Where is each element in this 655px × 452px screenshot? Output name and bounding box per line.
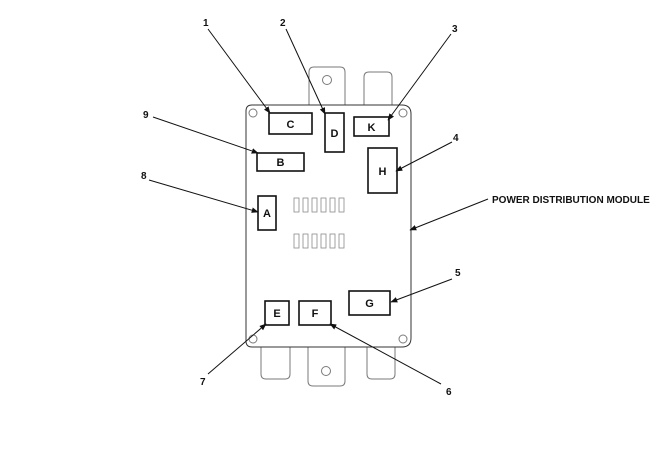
callout-2: 2 [280,18,286,29]
connector-c-label: C [287,119,295,131]
bottom-tab-center [307,346,346,387]
bottom-mounting-tabs [260,346,396,387]
callout-8: 8 [141,171,147,182]
fuse-slot [320,197,327,213]
fuse-slot [329,197,336,213]
connector-f-box[interactable] [298,300,332,326]
fuse-slot [311,197,318,213]
leader-7 [207,323,267,375]
top-tab-left-hole [322,75,332,85]
callout-5: 5 [455,268,461,279]
callout-7: 7 [200,377,206,388]
connector-k-label: K [368,122,376,134]
fuse-slot [302,233,309,249]
leader-lines [148,28,489,385]
connector-h-box[interactable] [367,147,398,194]
connector-b-box[interactable] [256,152,305,172]
connector-b[interactable]: B [256,152,305,172]
leader-module [409,198,489,231]
fuse-slot-row-upper [293,197,345,213]
mount-hole-bottom-left [248,334,258,344]
connector-f[interactable]: F [298,300,332,326]
connector-e-box[interactable] [264,300,290,326]
leader-9 [152,116,259,154]
connector-h-label: H [379,166,387,178]
leader-5 [390,278,453,303]
fuse-slot [302,197,309,213]
callout-3: 3 [452,24,458,35]
fuse-slot [293,197,300,213]
bottom-tab-left [260,346,291,380]
connector-d-box[interactable] [324,112,345,153]
mount-hole-top-right [398,108,408,118]
connector-c-box[interactable] [268,112,313,135]
connector-h[interactable]: H [367,147,398,194]
mount-hole-top-left [248,108,258,118]
callout-1: 1 [203,18,209,29]
top-mounting-tabs [308,66,393,106]
leader-1 [207,28,271,114]
top-tab-left [308,66,346,106]
connector-d-label: D [331,128,339,140]
fuse-slot-row-lower [293,233,345,249]
connector-a-label: A [263,208,271,220]
mount-hole-bottom-right [398,334,408,344]
fuse-slot [338,233,345,249]
connector-g-label: G [365,298,374,310]
callout-4: 4 [453,133,459,144]
connector-g[interactable]: G [348,290,391,316]
fuse-slot [293,233,300,249]
connector-b-label: B [277,157,285,169]
connector-f-label: F [312,308,319,320]
leader-3 [387,33,452,121]
bottom-tab-center-hole [321,366,331,376]
connector-g-box[interactable] [348,290,391,316]
connector-a[interactable]: A [257,195,277,231]
bottom-tab-right [366,346,396,380]
fuse-slot [338,197,345,213]
callout-numbers: 1 2 3 4 5 6 7 8 9 [141,18,461,398]
leader-6 [329,323,442,385]
connector-k[interactable]: K [353,116,390,137]
connector-e-label: E [273,308,280,320]
connector-a-box[interactable] [257,195,277,231]
connector-e[interactable]: E [264,300,290,326]
fuse-slot [320,233,327,249]
callout-6: 6 [446,387,452,398]
top-tab-right [363,71,393,106]
connector-c[interactable]: C [268,112,313,135]
connector-k-box[interactable] [353,116,390,137]
leader-8 [148,179,259,213]
leader-2 [285,28,326,115]
callout-9: 9 [143,110,149,121]
fuse-slot [329,233,336,249]
leader-4 [395,141,453,172]
fuse-slot [311,233,318,249]
module-title-label: POWER DISTRIBUTION MODULE [492,195,650,206]
connector-d[interactable]: D [324,112,345,153]
